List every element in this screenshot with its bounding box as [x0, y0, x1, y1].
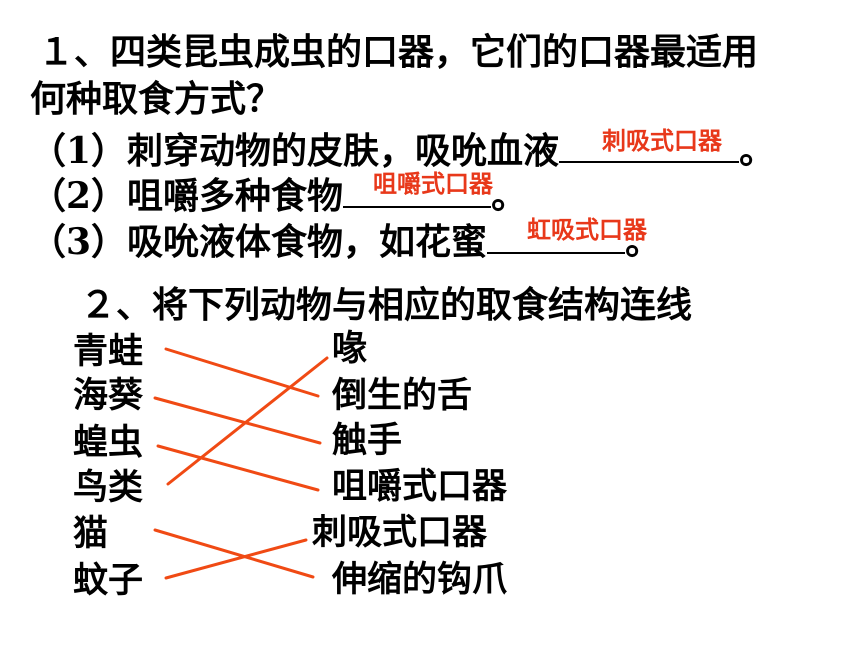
line-cat-to-retractable-claws[interactable] [153, 528, 315, 579]
item-3-prompt: （3）吸吮液体食物，如花蜜 [30, 221, 488, 263]
item-3-blank[interactable] [487, 214, 626, 254]
item-3-answer: 虹吸式口器 [527, 216, 647, 244]
animal-frog: 青蛙 [73, 331, 144, 372]
animal-sea-anemone: 海葵 [73, 375, 144, 416]
structure-beak: 喙 [332, 328, 368, 369]
line-locust-to-chewing-mouthparts[interactable] [156, 444, 320, 492]
item-1-prompt: （1）刺穿动物的皮肤，吸吮血液 [30, 130, 560, 172]
structure-chewing-mouthparts: 咀嚼式口器 [332, 466, 508, 507]
item-1-blank[interactable] [559, 123, 740, 163]
question1-item-2: （2）咀嚼多种食物 。 [30, 168, 527, 218]
structure-retractable-claws: 伸缩的钩爪 [332, 559, 508, 600]
item-3-period: 。 [625, 221, 662, 263]
structure-tentacles: 触手 [332, 420, 403, 461]
structure-inverted-tongue: 倒生的舌 [332, 375, 473, 416]
line-frog-to-inverted-tongue[interactable] [164, 347, 320, 398]
line-mosquito-to-piercing-mouthparts[interactable] [164, 538, 308, 580]
animal-mosquito: 蚊子 [73, 560, 144, 601]
question1-line1: １、四类昆虫成虫的口器，它们的口器最适用 [38, 31, 759, 73]
item-1-answer: 刺吸式口器 [602, 127, 722, 155]
question1-item-1: （1）刺穿动物的皮肤，吸吮血液 。 [30, 123, 775, 173]
line-birds-to-beak[interactable] [166, 356, 329, 486]
question2-title: ２、将下列动物与相应的取食结构连线 [80, 284, 693, 326]
item-1-period: 。 [739, 130, 776, 172]
animal-birds: 鸟类 [73, 467, 144, 508]
item-2-answer: 咀嚼式口器 [373, 170, 493, 198]
line-sea-anemone-to-tentacles[interactable] [153, 396, 322, 445]
item-2-period: 。 [491, 175, 528, 217]
item-2-blank[interactable] [343, 168, 492, 208]
animal-locust: 蝗虫 [73, 422, 144, 463]
question1-line2: 何种取食方式？ [30, 78, 283, 120]
item-2-prompt: （2）咀嚼多种食物 [30, 175, 344, 217]
animal-cat: 猫 [73, 513, 109, 554]
question1-item-3: （3）吸吮液体食物，如花蜜 。 [30, 214, 661, 264]
structure-piercing-sucking-mouthparts: 刺吸式口器 [312, 512, 488, 553]
